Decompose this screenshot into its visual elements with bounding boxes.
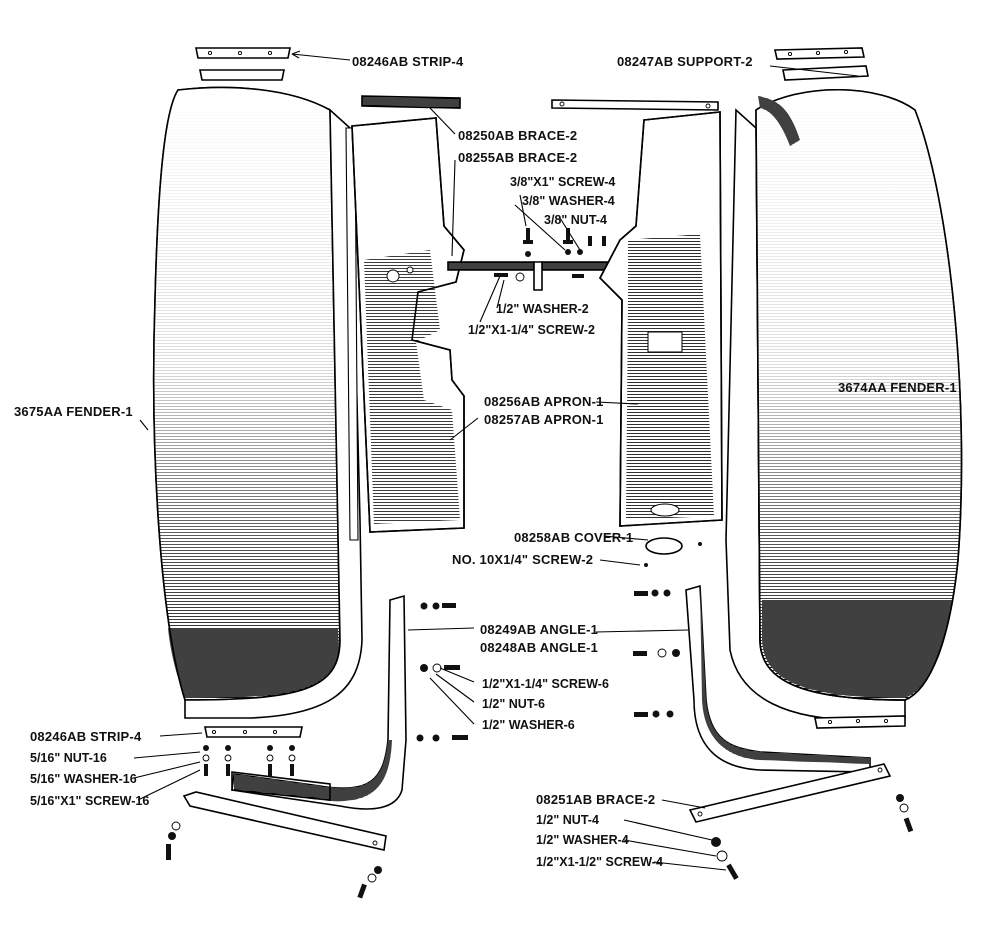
label-nut-516: 5/16" NUT-16 <box>30 751 107 765</box>
strip-bottom-left <box>204 726 303 738</box>
labels: 08246AB STRIP-4 08247AB SUPPORT-2 08250A… <box>14 54 957 869</box>
label-brace-255: 08255AB BRACE-2 <box>458 150 577 165</box>
label-nut-38: 3/8" NUT-4 <box>544 213 607 227</box>
right-fender <box>725 88 963 721</box>
label-washer-516: 5/16" WASHER-16 <box>30 772 137 786</box>
label-screw-12-top: 1/2"X1-1/4" SCREW-2 <box>468 323 595 337</box>
apron-08256ab <box>599 111 723 527</box>
left-fender <box>152 86 363 719</box>
label-screw-12-bot: 1/2"X1-1/2" SCREW-4 <box>536 855 663 869</box>
label-screw-12-mid: 1/2"X1-1/4" SCREW-6 <box>482 677 609 691</box>
cover-08258ab <box>644 537 702 567</box>
label-angle-248: 08248AB ANGLE-1 <box>480 640 598 655</box>
strip-top-left <box>195 47 291 81</box>
label-nut-12-bot: 1/2" NUT-4 <box>536 813 599 827</box>
label-washer-38: 3/8" WASHER-4 <box>522 194 615 208</box>
label-washer-12-top: 1/2" WASHER-2 <box>496 302 589 316</box>
label-screw-516: 5/16"X1" SCREW-16 <box>30 794 149 808</box>
label-washer-12-bot: 1/2" WASHER-4 <box>536 833 629 847</box>
apron-08257ab <box>351 117 465 533</box>
hardware <box>166 228 914 899</box>
angle-08248ab <box>685 584 871 773</box>
leader-lines <box>133 50 859 871</box>
brace-08250ab <box>361 95 461 109</box>
label-fender-left: 3675AA FENDER-1 <box>14 404 133 419</box>
label-apron-257: 08257AB APRON-1 <box>484 412 604 427</box>
label-angle-249: 08249AB ANGLE-1 <box>480 622 598 637</box>
label-fender-right: 3674AA FENDER-1 <box>838 380 957 395</box>
brace-08255ab <box>551 99 719 111</box>
label-screw-38: 3/8"X1" SCREW-4 <box>510 175 615 189</box>
label-strip-top: 08246AB STRIP-4 <box>352 54 464 69</box>
angle-08249ab <box>231 594 407 810</box>
label-brace-250: 08250AB BRACE-2 <box>458 128 577 143</box>
brace-08251ab-right <box>688 763 892 823</box>
label-strip-bottom: 08246AB STRIP-4 <box>30 729 142 744</box>
label-cover: 08258AB COVER-1 <box>514 530 633 545</box>
label-washer-12-mid: 1/2" WASHER-6 <box>482 718 575 732</box>
label-brace-251: 08251AB BRACE-2 <box>536 792 655 807</box>
brace-08251ab-left <box>182 791 387 851</box>
label-support-top: 08247AB SUPPORT-2 <box>617 54 753 69</box>
label-screw-no10: NO. 10X1/4" SCREW-2 <box>452 552 593 567</box>
strip-bottom-right <box>814 715 906 729</box>
label-apron-256: 08256AB APRON-1 <box>484 394 604 409</box>
label-nut-12-mid: 1/2" NUT-6 <box>482 697 545 711</box>
